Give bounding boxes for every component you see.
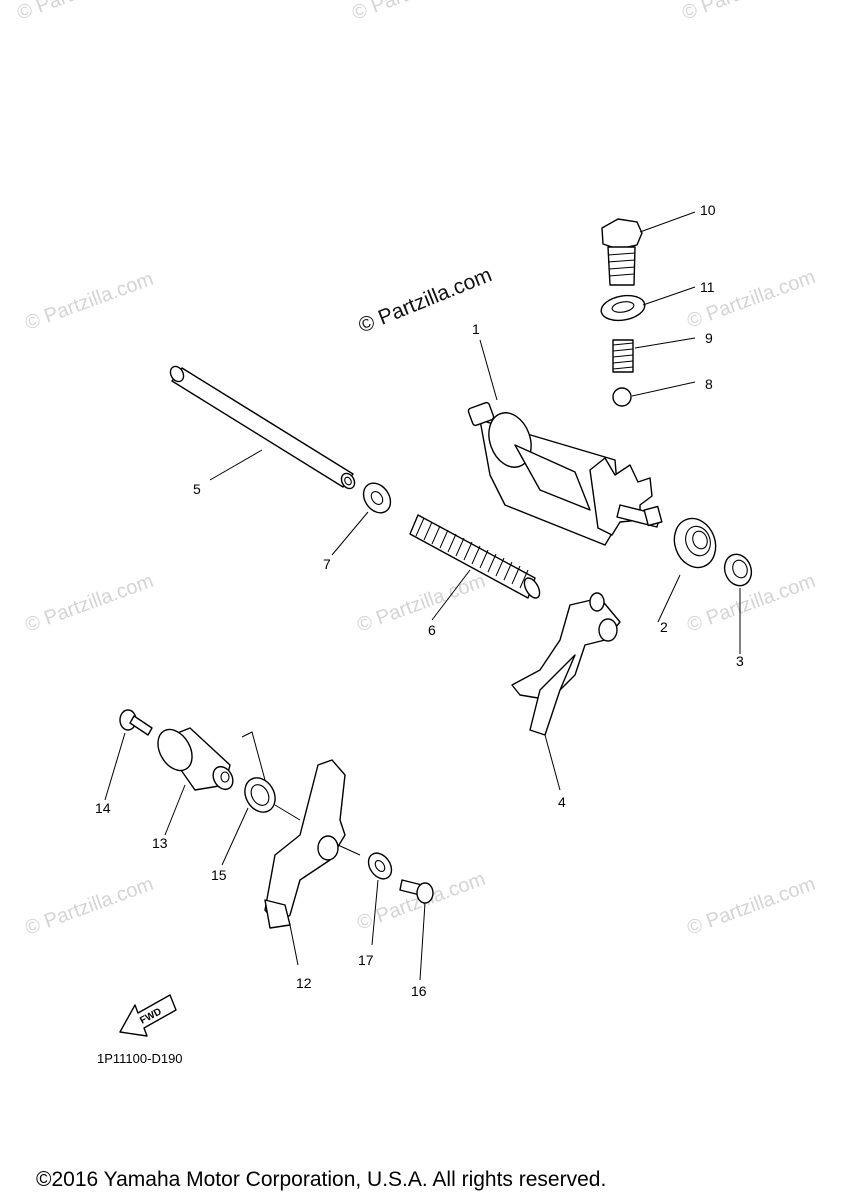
part-16-bolt (399, 879, 434, 904)
watermark: © Partzilla.com (679, 0, 813, 25)
callout-6: 6 (428, 622, 436, 638)
part-6-spring (409, 514, 541, 599)
watermark: © Partzilla.com (349, 0, 483, 25)
part-3-seal (723, 553, 753, 587)
callout-4: 4 (558, 794, 566, 810)
part-14-bolt (119, 709, 153, 736)
diagram-code: 1P11100-D190 (97, 1051, 183, 1066)
part-17-washer (367, 852, 393, 880)
part-5-shift-shaft (169, 365, 356, 490)
callout-labels: 1 2 3 4 5 6 7 8 9 10 11 12 13 14 15 16 1… (95, 202, 744, 999)
leader-lines (104, 211, 741, 981)
callout-9: 9 (705, 330, 713, 346)
callout-2: 2 (660, 619, 668, 635)
part-11-gasket (600, 294, 646, 322)
part-1-shift-drum (467, 401, 663, 546)
callout-1: 1 (472, 321, 480, 337)
watermark-layer: © Partzilla.com © Partzilla.com © Partzi… (14, 0, 818, 940)
part-2-bearing (673, 517, 717, 569)
callout-16: 16 (411, 983, 427, 999)
callout-12: 12 (296, 975, 312, 991)
part-12-shift-lever (264, 759, 361, 929)
watermark: © Partzilla.com (22, 570, 156, 637)
copyright-footer: ©2016 Yamaha Motor Corporation, U.S.A. A… (36, 1168, 606, 1191)
part-8-ball (612, 387, 632, 407)
part-13-collar (157, 727, 234, 791)
watermark: © Partzilla.com (684, 570, 818, 637)
callout-14: 14 (95, 800, 111, 816)
part-9-spring (612, 339, 634, 373)
watermark: © Partzilla.com (22, 873, 156, 940)
callout-11: 11 (700, 279, 715, 295)
part-10-plug-bolt (601, 218, 643, 286)
part-15-torsion-spring (241, 731, 301, 821)
fwd-arrow-icon: FWD (119, 994, 177, 1037)
part-4-shift-fork (511, 592, 621, 736)
watermark: © Partzilla.com (14, 0, 148, 25)
watermark: © Partzilla.com (684, 266, 818, 333)
callout-8: 8 (705, 376, 713, 392)
watermark: © Partzilla.com (22, 268, 156, 335)
watermark: © Partzilla.com (684, 873, 818, 940)
part-7-washer (362, 482, 392, 514)
callout-7: 7 (323, 556, 331, 572)
callout-15: 15 (211, 867, 227, 883)
callout-3: 3 (736, 653, 744, 669)
watermark: © Partzilla.com (354, 570, 488, 637)
callout-13: 13 (152, 835, 168, 851)
callout-10: 10 (700, 202, 716, 218)
callout-17: 17 (358, 952, 374, 968)
callout-5: 5 (193, 481, 201, 497)
